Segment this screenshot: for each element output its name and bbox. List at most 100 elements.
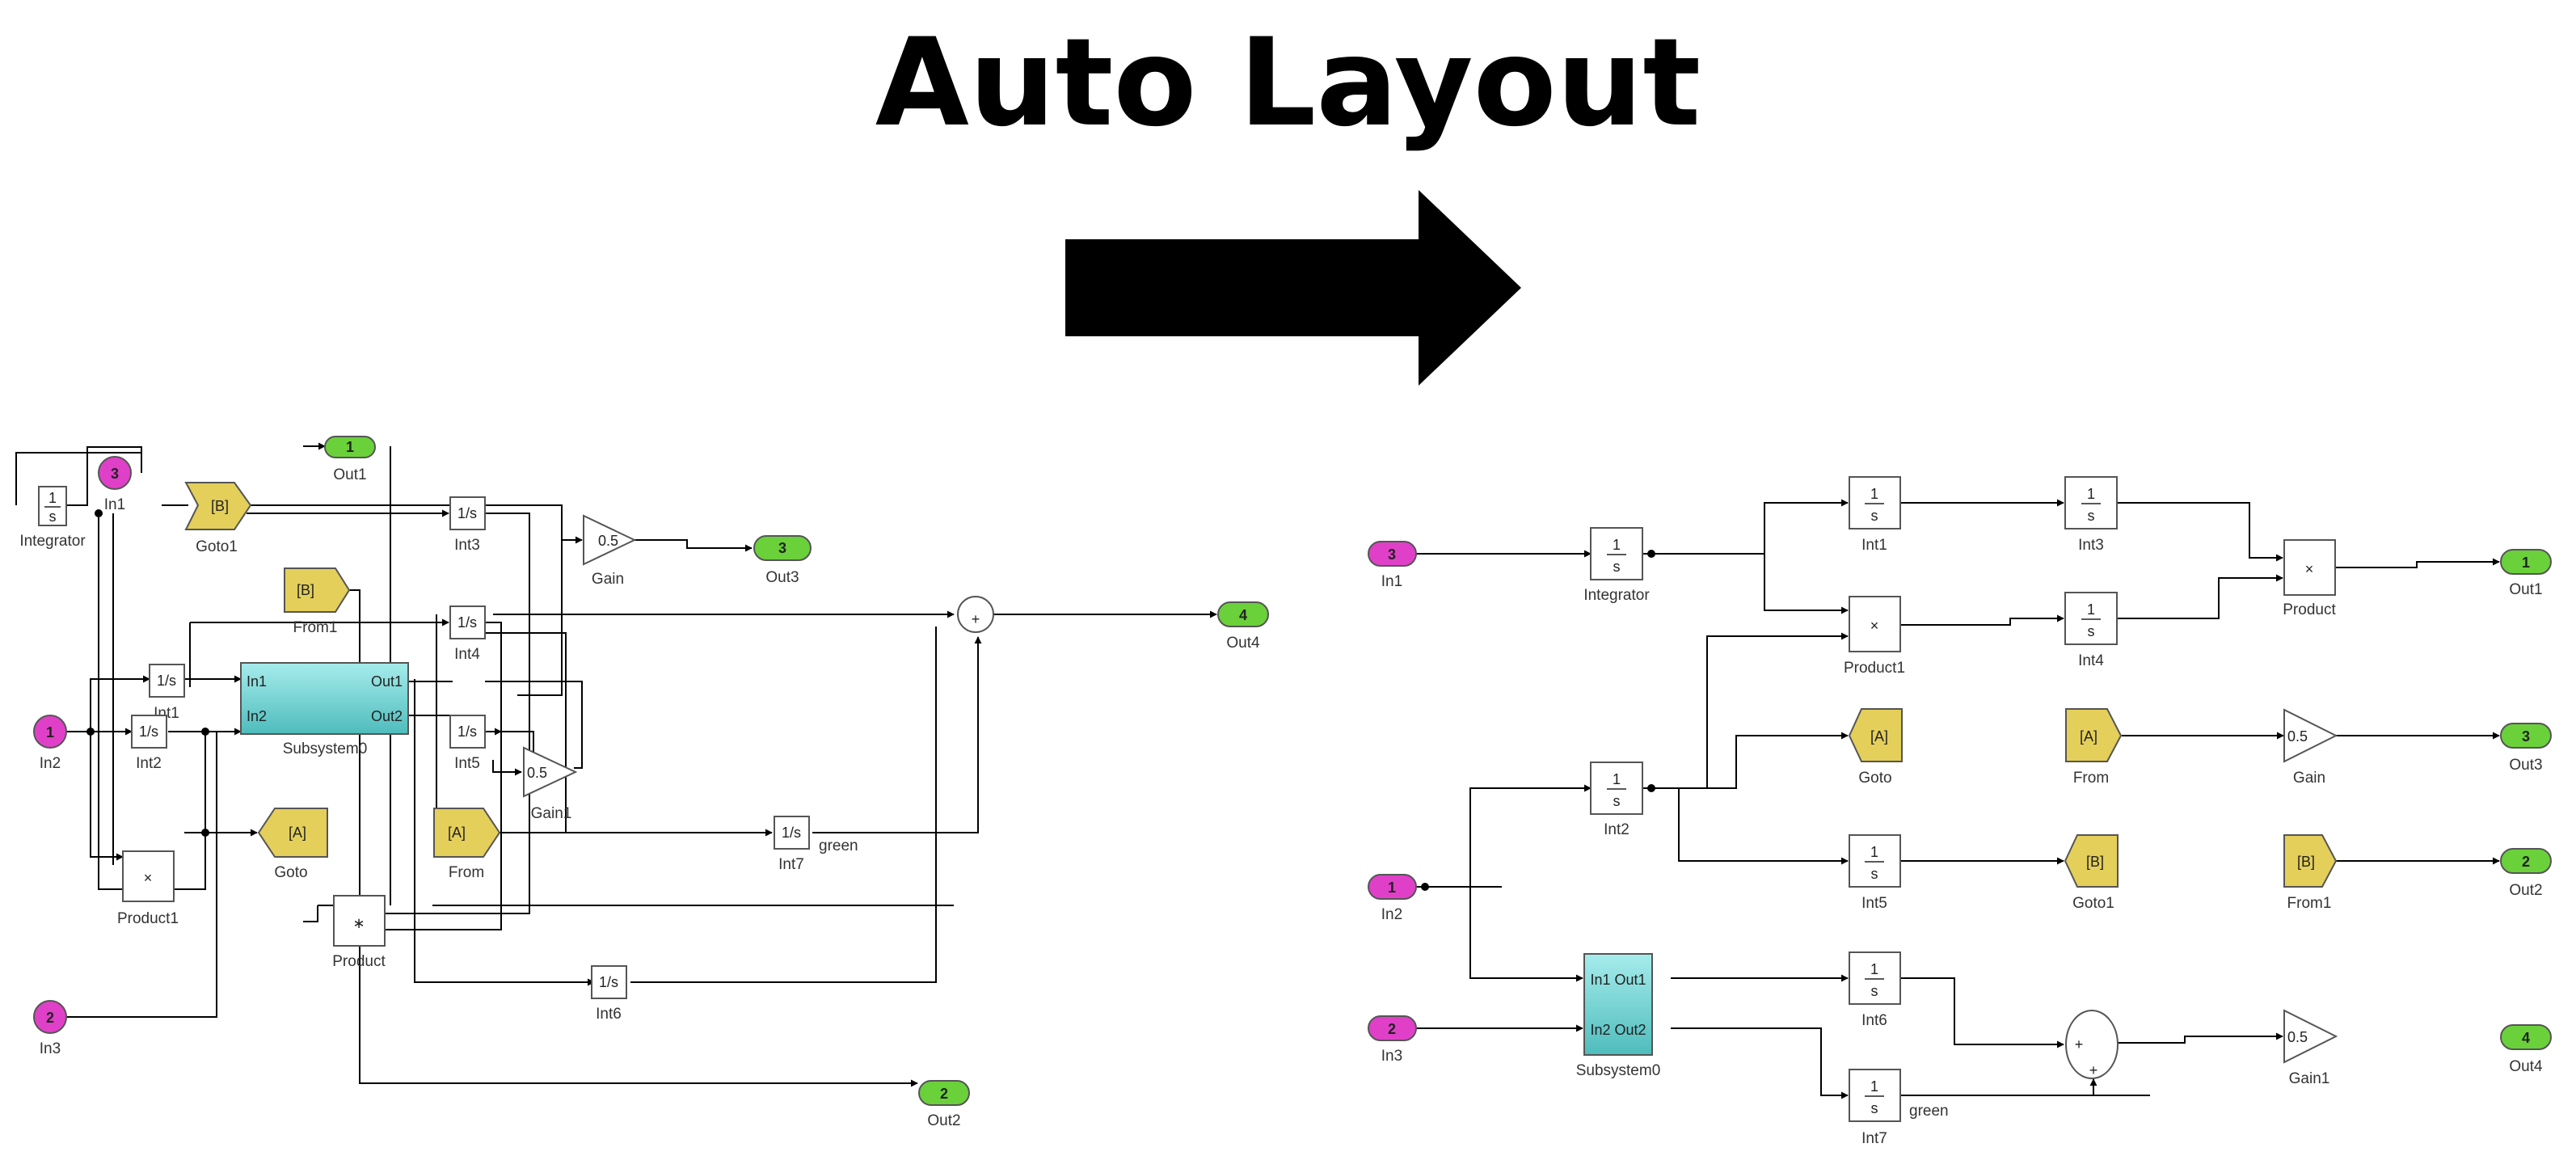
- gain-value: 0.5: [2287, 728, 2308, 745]
- outport-out1[interactable]: 1 Out1: [324, 436, 376, 483]
- product-block[interactable]: × Product: [2283, 539, 2336, 618]
- sum-block[interactable]: +: [957, 596, 994, 633]
- gain-block[interactable]: 0.5 Gain: [2283, 708, 2338, 787]
- goto-tag: [B]: [2086, 854, 2104, 870]
- block-label: From: [449, 864, 484, 881]
- int3-block[interactable]: 1 s Int3: [2064, 476, 2118, 554]
- int7-block[interactable]: 1 s green Int7: [1849, 1069, 1949, 1147]
- int7-block[interactable]: 1/s green Int7: [774, 816, 858, 873]
- integrator-numerator: 1: [2087, 601, 2095, 618]
- from-block[interactable]: [A] From: [433, 808, 501, 881]
- gain1-block[interactable]: 0.5 Gain1: [2283, 1009, 2338, 1087]
- block-label: Out2: [2509, 882, 2542, 899]
- inport-number: 1: [46, 724, 54, 740]
- outport-out3[interactable]: 3 Out3: [753, 535, 812, 586]
- integrator-denominator: s: [1871, 508, 1878, 524]
- int2-block[interactable]: 1 s Int2: [1590, 762, 1643, 838]
- block-text: 1/s: [139, 724, 158, 740]
- integrator-block[interactable]: 1 s Integrator: [19, 486, 86, 550]
- outport-out1[interactable]: 1 Out1: [2500, 549, 2552, 598]
- inport-in2[interactable]: 1 In2: [33, 715, 67, 772]
- from1-block[interactable]: [B] From1: [2283, 834, 2338, 912]
- int5-block[interactable]: 1/s Int5: [449, 715, 486, 772]
- int4-block[interactable]: 1 s Int4: [2064, 592, 2118, 669]
- outport-number: 2: [940, 1086, 948, 1102]
- block-label: Int7: [778, 856, 804, 873]
- inport-in1[interactable]: 3 In1: [98, 456, 132, 513]
- block-label: Goto: [1858, 770, 1891, 787]
- block-label: Gain1: [2289, 1070, 2330, 1087]
- gain1-block[interactable]: 0.5 Gain1: [523, 746, 578, 822]
- product-symbol: ×: [1870, 618, 1879, 634]
- from-tag: [A]: [448, 825, 466, 841]
- product-symbol: ∗: [352, 915, 365, 931]
- goto-block[interactable]: [A] Goto: [257, 808, 328, 881]
- integrator-numerator: 1: [2087, 486, 2095, 502]
- block-label: Int7: [1861, 1130, 1887, 1147]
- block-label: Integrator: [1583, 587, 1650, 604]
- block-label: Goto1: [2072, 895, 2114, 912]
- block-label: Out4: [1226, 635, 1260, 652]
- sum-sign: +: [2075, 1036, 2084, 1053]
- block-text: 1/s: [457, 505, 477, 521]
- block-label: Int2: [136, 755, 162, 772]
- subsystem-port: In1: [247, 673, 267, 690]
- product-block[interactable]: ∗ Product: [332, 895, 386, 970]
- block-label: Gain: [592, 571, 624, 588]
- subsystem0-block[interactable]: In1 In2 Out1 Out2 Subsystem0: [240, 662, 409, 757]
- int6-block[interactable]: 1/s Int6: [591, 965, 627, 1023]
- block-label: Out2: [927, 1112, 960, 1129]
- outport-out2[interactable]: 2 Out2: [2500, 848, 2552, 899]
- block-label: From1: [2287, 895, 2332, 912]
- integrator-denominator: s: [1871, 1100, 1878, 1116]
- sum-block[interactable]: + +: [2065, 1010, 2119, 1079]
- block-label: Int1: [1861, 537, 1887, 554]
- outport-number: 3: [778, 540, 786, 556]
- integrator-denominator: s: [1871, 866, 1878, 882]
- int1-block[interactable]: 1/s Int1: [149, 664, 185, 722]
- block-label: In1: [104, 496, 125, 513]
- integrator-denominator: s: [49, 508, 57, 525]
- block-label: In3: [40, 1040, 61, 1057]
- integrator-block[interactable]: 1 s Integrator: [1583, 527, 1650, 604]
- subsystem-port: In1 Out1: [1590, 972, 1646, 988]
- outport-out4[interactable]: 4 Out4: [2500, 1024, 2552, 1075]
- outport-out4[interactable]: 4 Out4: [1217, 601, 1269, 652]
- gain-block[interactable]: 0.5 Gain: [583, 514, 637, 588]
- int5-block[interactable]: 1 s Int5: [1849, 834, 1901, 912]
- integrator-denominator: s: [2088, 508, 2095, 524]
- product1-block[interactable]: × Product1: [1844, 596, 1905, 677]
- block-label: Product1: [1844, 660, 1905, 677]
- inport-number: 3: [111, 466, 119, 482]
- outport-out2[interactable]: 2 Out2: [918, 1080, 970, 1129]
- block-label: Int6: [596, 1006, 622, 1023]
- block-label: From1: [293, 619, 338, 636]
- inport-number: 3: [1388, 546, 1396, 563]
- inport-in3[interactable]: 2 In3: [1368, 1015, 1417, 1065]
- inport-in1[interactable]: 3 In1: [1368, 541, 1417, 590]
- int6-block[interactable]: 1 s Int6: [1849, 951, 1901, 1029]
- from-block[interactable]: [A] From: [2065, 708, 2123, 787]
- block-text: 1/s: [157, 673, 176, 689]
- unarranged-model: 3 In1 1 s Integrator [B] Goto1 [B] From1…: [15, 436, 1269, 1129]
- gain-value: 0.5: [2287, 1029, 2308, 1045]
- goto1-block[interactable]: [B] Goto1: [184, 482, 252, 555]
- block-label: Goto: [274, 864, 307, 881]
- inport-in2[interactable]: 1 In2: [1368, 874, 1417, 923]
- int2-block[interactable]: 1/s Int2: [131, 715, 167, 772]
- int4-block[interactable]: 1/s Int4: [449, 605, 486, 663]
- product1-block[interactable]: × Product1: [117, 850, 179, 927]
- outport-out3[interactable]: 3 Out3: [2500, 723, 2552, 774]
- block-label: Out1: [2509, 581, 2542, 598]
- inport-in3[interactable]: 2 In3: [33, 1000, 67, 1057]
- int3-block[interactable]: 1/s Int3: [449, 496, 486, 554]
- goto1-block[interactable]: [B] Goto1: [2064, 834, 2119, 912]
- block-label: From: [2073, 770, 2109, 787]
- int1-block[interactable]: 1 s Int1: [1849, 476, 1901, 554]
- goto-tag: [A]: [289, 825, 306, 841]
- subsystem-port: In2 Out2: [1590, 1022, 1646, 1038]
- goto-block[interactable]: [A] Goto: [1848, 708, 1903, 787]
- from1-block[interactable]: [B] From1: [284, 567, 351, 636]
- subsystem0-block[interactable]: In1 Out1 In2 Out2 Subsystem0: [1576, 953, 1661, 1079]
